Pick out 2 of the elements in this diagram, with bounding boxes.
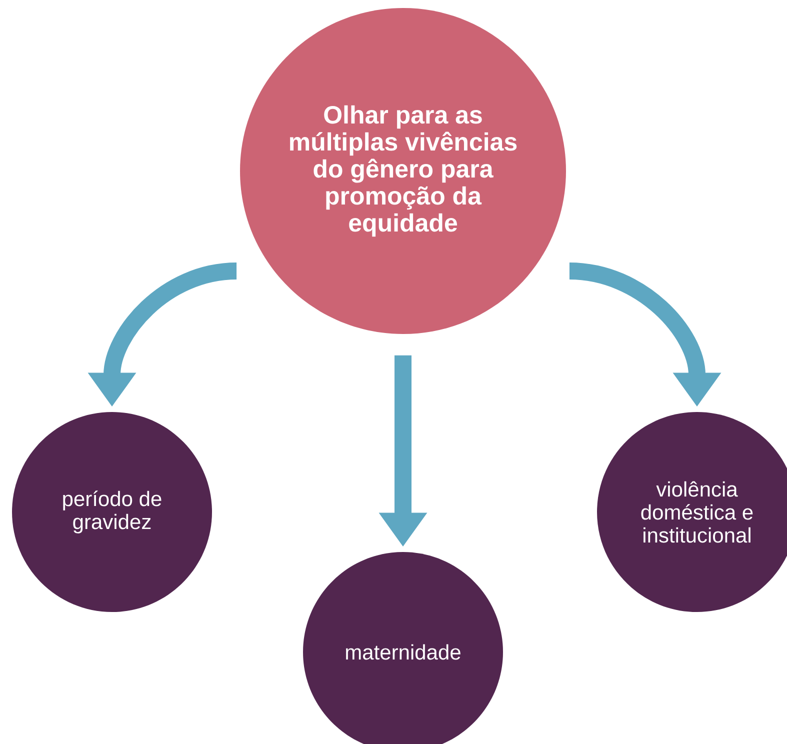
- circle-node: período de gravidez: [12, 412, 212, 612]
- circle-node: Olhar para as múltiplas vivências do gênero para promoção da equidade: [240, 8, 566, 334]
